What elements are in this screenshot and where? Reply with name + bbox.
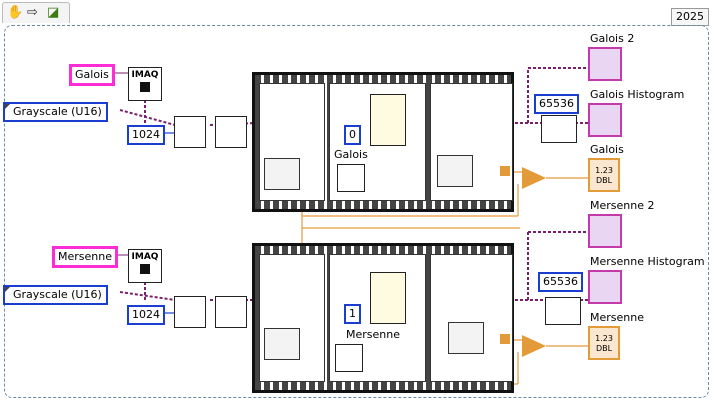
name-constant-galois[interactable]: Galois [69,64,115,86]
tunnel-mersenne [500,334,510,344]
tick-count-node-mersenne-end[interactable] [448,322,484,354]
histogram-indicator-mersenne[interactable] [588,270,622,304]
tunnel-galois [500,166,510,176]
vi-icon[interactable]: ◪ [47,5,60,20]
indicator-label-mersenne: Mersenne [590,311,644,324]
dbl-value-galois: 1.23 [595,166,613,175]
sequence-frame-1 [259,254,325,382]
name-constant-mersenne[interactable]: Mersenne [52,246,118,268]
clock-icon-galois[interactable] [337,164,365,192]
imaq-create-node-galois[interactable]: IMAQ [128,67,162,101]
indicator-label-mersenne-histogram: Mersenne Histogram [590,255,705,268]
histogram-node-galois[interactable] [541,115,577,143]
subtract-node-galois[interactable] [522,167,546,189]
dbl-tag-mersenne: DBL [595,344,613,353]
sequence-frame-3 [430,254,513,382]
diagram-toolbar: ✋ ⇨ ◪ [2,2,70,23]
image-indicator-mersenne[interactable] [588,214,622,248]
set-image-size-node-mersenne[interactable] [174,296,206,328]
histogram-node-mersenne[interactable] [545,297,581,325]
diagram-frame [4,25,709,398]
fill-image-node-mersenne[interactable] [215,296,247,328]
size-constant-galois[interactable]: 1024 [127,125,165,145]
hand-icon[interactable]: ✋ [7,5,24,20]
clock-icon-mersenne[interactable] [335,344,363,372]
fill-image-node-galois[interactable] [215,116,247,148]
histogram-indicator-galois[interactable] [588,103,622,137]
seed-constant-galois[interactable]: 0 [344,125,361,145]
size-constant-mersenne[interactable]: 1024 [127,305,165,325]
bins-constant-mersenne[interactable]: 65536 [538,272,583,292]
dbl-tag-galois: DBL [595,176,613,185]
random-fill-node-mersenne[interactable] [370,272,406,324]
imaq-create-node-mersenne[interactable]: IMAQ [128,249,162,283]
image-indicator-galois[interactable] [588,47,622,81]
random-fill-node-galois[interactable] [370,94,406,146]
run-arrow-icon[interactable]: ⇨ [27,5,38,20]
indicator-label-mersenne-2: Mersenne 2 [590,199,655,212]
indicator-label-galois-histogram: Galois Histogram [590,88,685,101]
indicator-label-galois: Galois [590,143,624,156]
image-type-ring-mersenne[interactable]: Grayscale (U16) [3,285,108,305]
image-type-ring-galois[interactable]: Grayscale (U16) [3,102,108,122]
subtract-node-mersenne[interactable] [522,335,546,357]
set-image-size-node-galois[interactable] [174,116,206,148]
seed-constant-mersenne[interactable]: 1 [344,304,361,324]
dbl-value-mersenne: 1.23 [595,334,613,343]
tick-count-node-mersenne-start[interactable] [264,328,300,360]
tick-count-node-galois-end[interactable] [437,155,473,187]
clock-label-mersenne: Mersenne [346,328,400,341]
tick-count-node-galois-start[interactable] [264,158,300,190]
clock-label-galois: Galois [334,148,368,161]
bins-constant-galois[interactable]: 65536 [534,94,579,114]
indicator-label-galois-2: Galois 2 [590,32,635,45]
